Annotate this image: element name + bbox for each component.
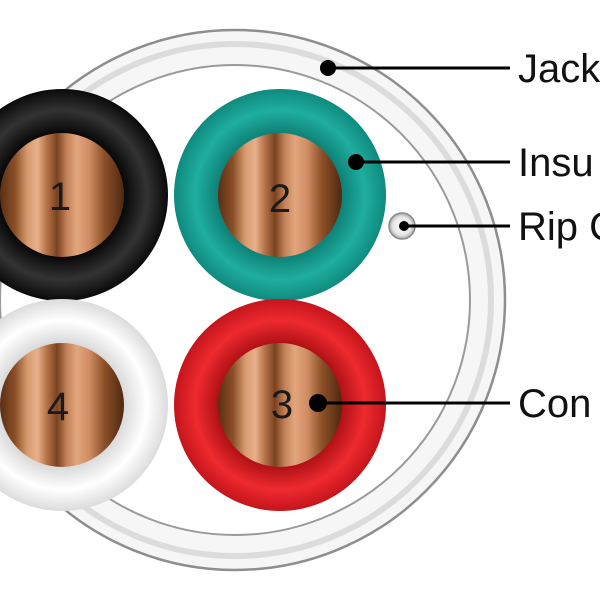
wire-2: 2: [174, 89, 386, 301]
wire-1: 1: [0, 89, 168, 301]
label-jacket: Jack: [518, 47, 600, 91]
wire-1-number: 1: [49, 175, 71, 219]
wire-3-number: 3: [271, 383, 293, 427]
wire-4-conductor: [0, 343, 124, 467]
label-rip-cord: Rip C: [518, 205, 600, 249]
label-conductor: Con: [518, 382, 591, 426]
leader-insulation: [348, 154, 510, 170]
wire-1-conductor: [0, 133, 124, 257]
wire-2-conductor: [218, 133, 342, 257]
wire-3-conductor: [218, 343, 342, 467]
wire-3: 3: [174, 299, 386, 511]
leader-rip-cord: [399, 221, 510, 231]
leader-conductor: [309, 394, 510, 412]
wire-2-number: 2: [269, 177, 291, 221]
wire-4-number: 4: [47, 385, 69, 429]
label-insulation: Insu: [518, 141, 594, 185]
wire-4: 4: [0, 299, 168, 511]
leader-jacket: [320, 60, 510, 76]
